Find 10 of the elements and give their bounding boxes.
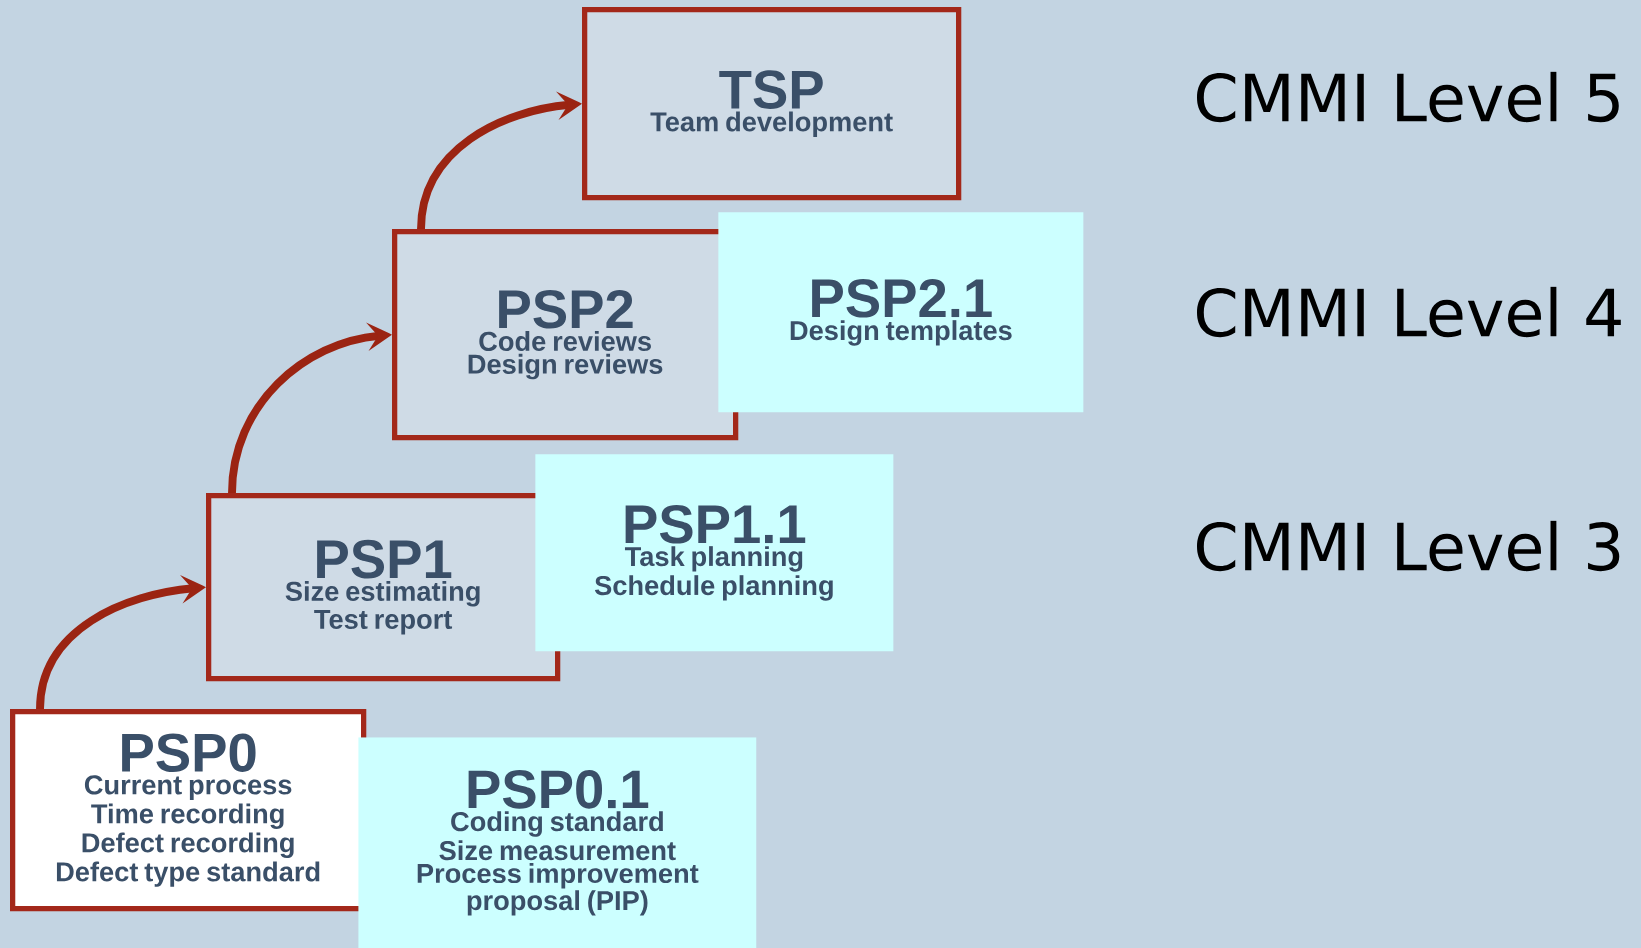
level-label: CMMI Level 5 [1197,71,1619,123]
stage-box: PSP0 Current process Time recording Defect recording Defect type standard [10,709,367,912]
stage-box: TSP Team development [582,7,962,201]
level-label: CMMI Level 3 [1197,520,1620,572]
level-label: CMMI Level 4 [1197,286,1621,338]
stage-box: PSP1 Size estimating Test report [206,493,561,682]
extension-box: PSP1.1 Task planning Schedule planning [535,454,894,652]
extension-box: PSP2.1 Design templates [718,212,1084,413]
stage-box: PSP2 Code reviews Design reviews [392,229,739,441]
extension-box: PSP0.1 Coding standard Size measurement Process improvement proposal (PIP) [358,737,757,948]
